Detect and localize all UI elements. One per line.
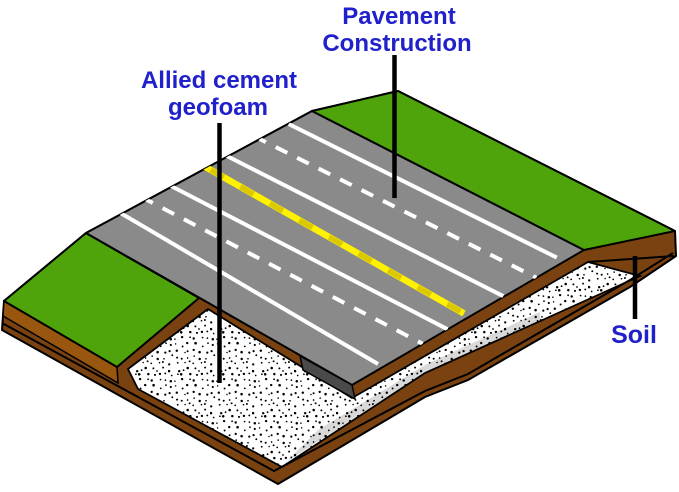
svg-text:Allied cement: Allied cement bbox=[141, 67, 297, 94]
svg-text:geofoam: geofoam bbox=[168, 94, 268, 121]
svg-text:Soil: Soil bbox=[611, 321, 657, 349]
svg-text:Construction: Construction bbox=[322, 30, 471, 57]
svg-text:Pavement: Pavement bbox=[342, 3, 455, 30]
